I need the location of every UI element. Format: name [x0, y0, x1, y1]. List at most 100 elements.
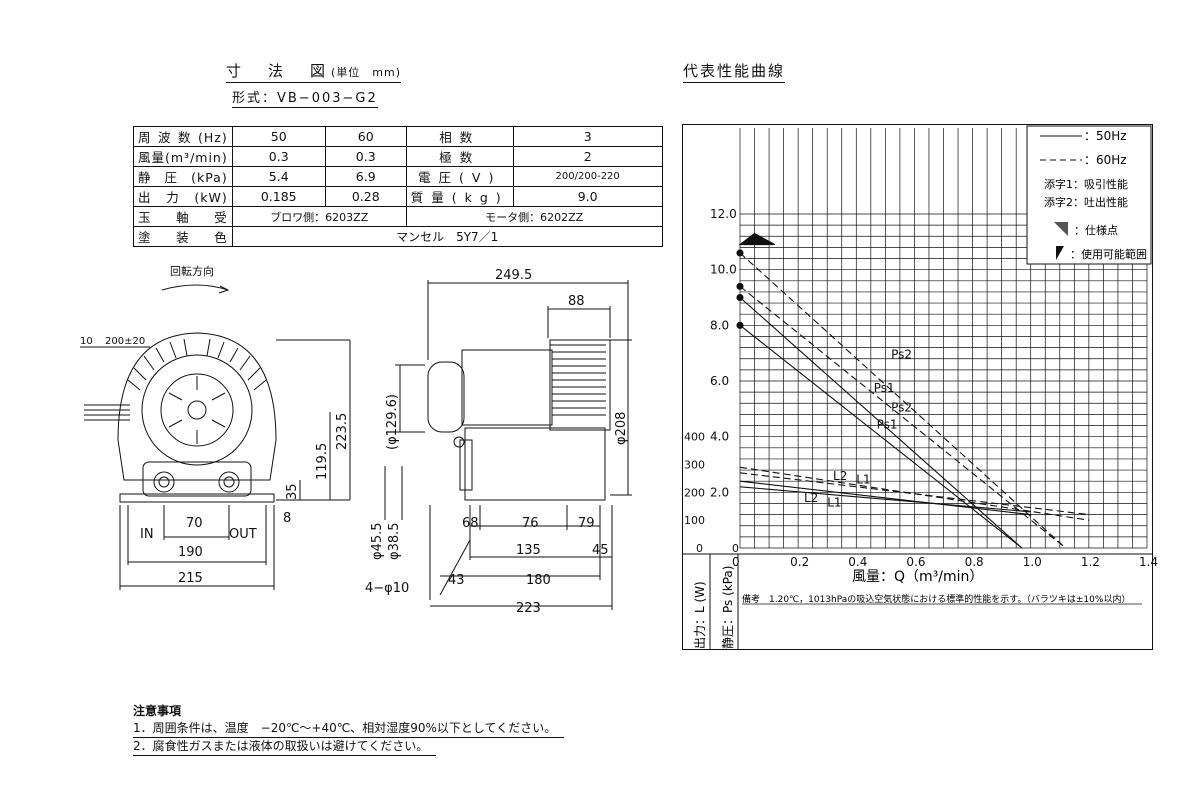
x-tick-label: 0.8: [965, 555, 984, 569]
spec-point-flag: [738, 232, 776, 246]
fan-cover: [141, 354, 253, 466]
spec-table: 周波数(Hz) 50 60 相数 3 風量(m³/min) 0.3 0.3 極数…: [133, 126, 663, 247]
w-tick-label: 400: [684, 431, 705, 444]
svg-text:4−φ10: 4−φ10: [365, 581, 409, 596]
start-point-ps2: [736, 293, 744, 302]
svg-text:200±20: 200±20: [105, 336, 145, 347]
chart-legend: ：50Hz ：60Hz 添字1：吸引性能 添字2：吐出性能 ：仕様点 ：使用可能…: [1026, 125, 1152, 265]
performance-chart: 0 0.2 0.4 0.6 0.8 1.0 1.2 1.4 2.0 4.0 6.0 8.0 10.0 12…: [682, 124, 1158, 650]
notes: 注意事項 1．周囲条件は、温度 −20℃〜+40℃、相対湿度90%以下としてくだ…: [133, 703, 565, 756]
spec-point-icon: [1054, 222, 1068, 236]
svg-text:249.5: 249.5: [495, 268, 532, 283]
svg-text:180: 180: [526, 573, 551, 588]
table-row: 静圧(kPa) 5.4 6.9 電圧(V) 200/200-220: [133, 166, 663, 187]
svg-text:45: 45: [592, 543, 609, 558]
chart-title: 代表性能曲線: [683, 60, 786, 83]
svg-text:φ45.5: φ45.5: [370, 522, 385, 560]
series-line-ps1-60hz: [739, 285, 1066, 549]
svg-text:43: 43: [448, 573, 465, 588]
svg-text:添字2：吐出性能: 添字2：吐出性能: [1044, 195, 1128, 209]
y-axis-label-output: 出力：L (W): [693, 581, 707, 649]
y-tick-label: 8.0: [710, 318, 729, 332]
curve-label: L1: [827, 495, 841, 509]
series-line-l2-60hz: [739, 466, 1089, 521]
start-point-ps1: [736, 321, 744, 329]
svg-text:：仕様点: ：仕様点: [1074, 223, 1118, 237]
y-tick-label: 0: [732, 542, 739, 555]
svg-text:φ208: φ208: [614, 412, 629, 445]
outlet-block: [142, 461, 252, 497]
motor-body: [461, 349, 553, 426]
curve-label: L1: [856, 472, 870, 486]
y-tick-label: 10.0: [710, 263, 737, 277]
notes-heading: 注意事項: [133, 704, 182, 718]
table-row: 風量(m³/min) 0.3 0.3 極数 2: [133, 146, 663, 167]
svg-text:223.5: 223.5: [335, 413, 350, 450]
y-axis-label-pressure: 静圧：Ps (kPa): [721, 566, 735, 649]
table-row: 玉軸受 ブロワ側：6203ZZ モータ側：6202ZZ: [133, 206, 663, 227]
y-tick-label: 2.0: [710, 485, 729, 499]
blower-housing-front: [117, 332, 277, 481]
curve-label: Ps1: [877, 417, 898, 431]
model-label: 形式：VB−003−G2: [232, 87, 378, 108]
series-line-ps1-50hz: [739, 324, 1023, 549]
curve-label: Ps2: [891, 401, 912, 415]
start-point-ps1: [736, 282, 744, 290]
svg-text:76: 76: [522, 516, 539, 531]
curve-label: L2: [804, 491, 818, 505]
drawing-title: 寸 法 図(単位 mm): [226, 60, 402, 83]
x-tick-label: 0.4: [848, 555, 867, 569]
x-tick-label: 1.4: [1139, 555, 1158, 569]
svg-text:：使用可能範囲: ：使用可能範囲: [1070, 247, 1147, 261]
svg-text:223: 223: [516, 601, 541, 616]
series-line-ps2-50hz: [739, 297, 1023, 549]
base-plate: [119, 493, 275, 503]
curve-label: Ps2: [891, 348, 912, 362]
svg-text:88: 88: [568, 294, 585, 309]
dimension-drawing: 回転方向 10 200±20 223.5 119.5 35 8 IN 70 OU…: [80, 264, 632, 616]
series-line-l2-50hz: [739, 480, 1031, 516]
curve-label: Ps1: [874, 381, 895, 395]
note-item: 1．周囲条件は、温度 −20℃〜+40℃、相対湿度90%以下としてください。: [133, 720, 565, 738]
series-line-l1-60hz: [739, 472, 1089, 516]
rotation-label: 回転方向: [170, 264, 214, 278]
w-tick-label: 0: [696, 542, 703, 555]
svg-text:35: 35: [285, 483, 300, 500]
x-tick-label: 1.2: [1081, 555, 1100, 569]
start-point-ps2: [736, 249, 744, 257]
curve-label: L2: [833, 469, 847, 483]
svg-text:：50Hz: ：50Hz: [1084, 129, 1127, 143]
w-tick-label: 300: [684, 459, 705, 472]
svg-text:215: 215: [178, 571, 203, 586]
svg-text:79: 79: [578, 516, 595, 531]
note-item: 2．腐食性ガスまたは液体の取扱いは避けてください。: [133, 738, 437, 756]
svg-text:68: 68: [462, 516, 479, 531]
svg-text:135: 135: [516, 543, 541, 558]
svg-text:φ38.5: φ38.5: [387, 522, 402, 560]
y-tick-label: 12.0: [710, 207, 737, 221]
svg-text:(φ129.6): (φ129.6): [385, 394, 400, 450]
table-row: 周波数(Hz) 50 60 相数 3: [133, 126, 663, 147]
y-tick-label: 6.0: [710, 374, 729, 388]
table-row: 出力(kW) 0.185 0.28 質量(kg) 9.0: [133, 186, 663, 207]
blower-head: [549, 339, 611, 431]
x-tick-label: 1.0: [1023, 555, 1042, 569]
svg-text:190: 190: [178, 545, 203, 560]
table-row: 塗装色 マンセル 5Y7／1: [133, 226, 663, 247]
w-tick-label: 200: [684, 486, 705, 499]
unit-label: (単位 mm): [331, 66, 402, 79]
y-tick-label: 4.0: [710, 430, 729, 444]
svg-text:IN: IN: [140, 527, 154, 542]
svg-text:10: 10: [80, 336, 93, 347]
motor-end-cap: [427, 361, 465, 433]
svg-text:：60Hz: ：60Hz: [1084, 153, 1127, 167]
range-marker-icon: [1056, 246, 1064, 260]
svg-text:119.5: 119.5: [315, 443, 330, 480]
svg-text:8: 8: [283, 511, 291, 526]
series-line-l1-50hz: [739, 486, 1031, 513]
blower-body-side: [464, 427, 606, 501]
rotation-arrow: [161, 284, 229, 291]
x-tick-label: 0.2: [790, 555, 809, 569]
chart-note: 備考 1.20℃，1013hPaの吸込空気状態における標準的性能を示す。（バラツ…: [742, 593, 1130, 605]
x-tick-label: 0.6: [906, 555, 925, 569]
